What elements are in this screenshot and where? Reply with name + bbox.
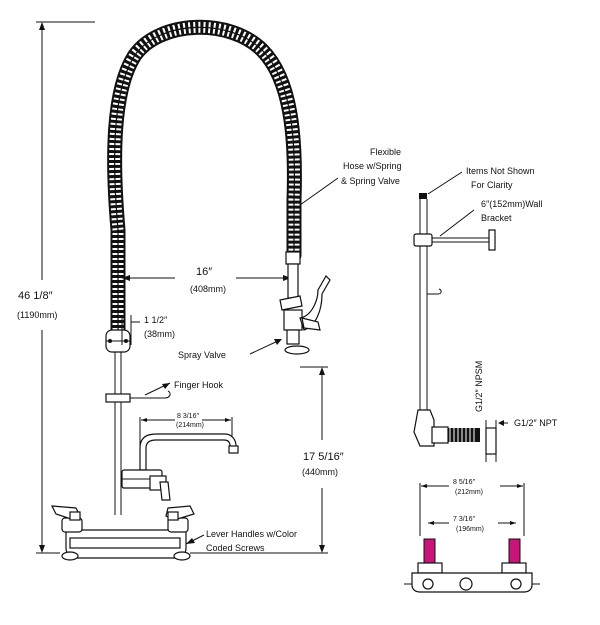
spout-icon [121,433,239,501]
flexible-hose-callout: Flexible Hose w/Spring & Spring Valve [299,147,402,206]
base-inner-width-label: 7 3/16″ [453,516,475,523]
offset-label: 1 1/2″ [144,315,168,325]
flexible-hose-line1: Flexible [370,147,401,157]
hose-coil-icon [107,19,302,338]
wall-bracket-line1: 6″(152mm)Wall [481,199,542,209]
faucet-height-dimension: 17 5/16″ (440mm) [190,366,344,554]
lever-handles-line2: Coded Screws [206,543,265,553]
lever-handle-right-icon [165,505,195,521]
reach-label: 16″ [196,266,212,278]
items-not-shown-line1: Items Not Shown [466,166,535,176]
lever-handle-left-icon [50,505,81,521]
flexible-hose-line3: & Spring Valve [341,176,400,186]
side-view-riser [413,193,433,410]
faucet-height-label: 17 5/16″ [303,451,344,463]
side-view-inlet [413,409,497,462]
spray-valve-label: Spray Valve [178,350,226,360]
npt-label: G1/2″ NPT [514,418,558,428]
base-outer-width-label: 8 5/16″ [453,479,475,486]
offset-dimension: 1 1/2″ (38mm) [121,315,175,345]
reach-metric: (408mm) [190,284,226,294]
riser-tube [105,329,131,515]
wall-bracket-callout: 6″(152mm)Wall Bracket [439,199,542,237]
faucet-base [61,517,191,561]
finger-hook-label: Finger Hook [174,380,224,390]
base-outer-width-metric: (212mm) [455,489,483,496]
npt-callout: G1/2″ NPT [498,418,558,428]
base-detail-body [404,538,540,593]
base-detail-dimensions: 8 5/16″ (212mm) 7 3/16″ (196mm) [419,479,525,536]
spout-length-label: 8 3/16″ [177,413,199,420]
spray-valve-callout: Spray Valve [178,339,282,360]
reach-dimension: 16″ (408mm) [122,266,291,294]
faucet-height-metric: (440mm) [302,467,338,477]
base-inner-width-metric: (196mm) [456,526,484,533]
lever-handles-callout: Lever Handles w/Color Coded Screws [185,529,297,553]
wall-bracket-icon [427,229,496,295]
flexible-hose-line2: Hose w/Spring [343,161,402,171]
lever-handles-line1: Lever Handles w/Color [206,529,297,539]
npsm-label: G1/2″ NPSM [474,361,484,412]
items-not-shown-line2: For Clarity [471,180,513,190]
overall-height-metric: (1190mm) [17,310,57,320]
items-callout: Items Not Shown For Clarity [427,166,535,195]
overall-height-dimension: 46 1/8″ (1190mm) [17,21,95,554]
wall-bracket-line2: Bracket [481,213,512,223]
spout-length-metric: (214mm) [176,422,204,429]
offset-metric: (38mm) [144,329,175,339]
finger-hook-icon: Finger Hook [105,380,224,403]
spray-valve-icon [279,251,331,355]
overall-height-label: 46 1/8″ [18,290,53,302]
